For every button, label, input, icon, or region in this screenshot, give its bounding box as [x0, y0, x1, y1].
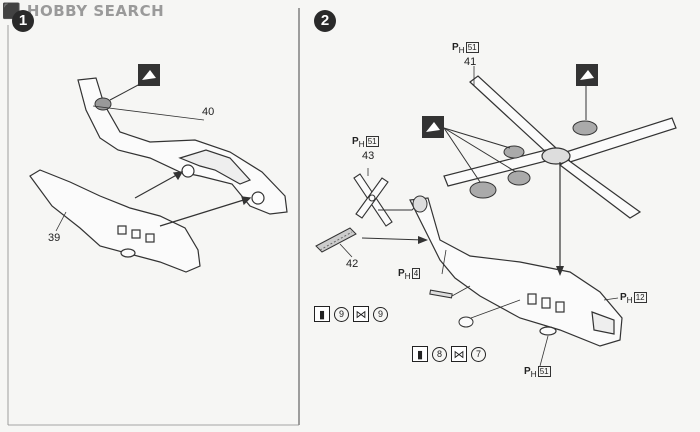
glue-icon-rotor [422, 116, 517, 183]
part-label-40: 40 [202, 106, 215, 118]
stabilizer-arrow [361, 237, 425, 241]
assembly-arrows [134, 171, 252, 227]
rotor-hub-parts [469, 120, 598, 199]
watermark-text: HOBBY SEARCH [26, 2, 165, 20]
watermark: ⬛ HOBBY SEARCH [2, 2, 164, 20]
leader-wheel [539, 335, 549, 367]
part-label-42: 42 [346, 258, 359, 270]
small-disc-part [458, 316, 474, 328]
bowtie-icon: ⋈ [451, 346, 467, 362]
part-label-41: 41 [464, 56, 477, 68]
part-label-43: 43 [362, 150, 375, 162]
part-label-39: 39 [48, 232, 61, 244]
step-1-badge: 1 [12, 10, 34, 32]
leader-39 [55, 211, 67, 232]
assembled-helicopter [409, 197, 623, 347]
leader-40 [92, 105, 205, 121]
part-reference-row-1: ▮ 9 ⋈ 9 [314, 306, 388, 322]
part-43-tail-rotor [353, 173, 393, 227]
leader-nose [603, 297, 619, 301]
bowtie-icon: ⋈ [353, 306, 369, 322]
part-42-stabilizer [315, 227, 357, 253]
part-39-fuselage-half [29, 169, 201, 273]
part-40-fuselage-half [77, 77, 288, 215]
small-strip-part [429, 289, 453, 299]
step-2-badge: 2 [314, 10, 336, 32]
decal-sheet-icon: ▮ [314, 306, 330, 322]
glue-icon [109, 64, 160, 101]
leader-tail-fin [441, 249, 447, 275]
glue-icon-hub [576, 64, 598, 120]
decal-sheet-icon: ▮ [412, 346, 428, 362]
part-41-main-rotor [443, 75, 677, 219]
part-reference-row-2: ▮ 8 ⋈ 7 [412, 346, 486, 362]
